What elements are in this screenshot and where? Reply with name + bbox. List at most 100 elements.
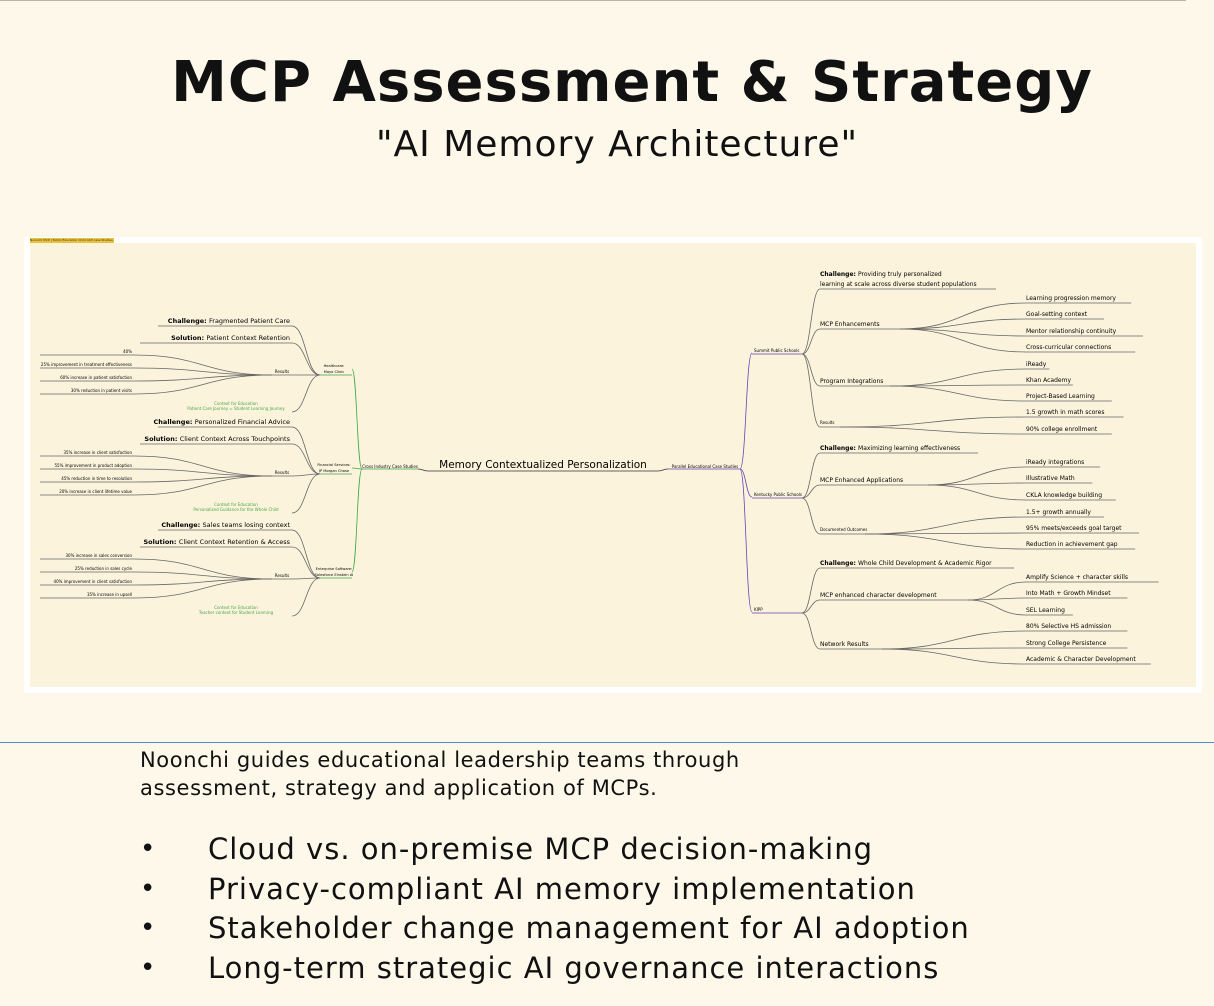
group-item: iReady: [1026, 361, 1047, 368]
challenge-text-line2: learning at scale across diverse student…: [820, 281, 977, 288]
challenge-connector: [801, 452, 821, 499]
group-connector: [801, 353, 821, 428]
group-label: Program Integrations: [820, 378, 883, 385]
group-item: 80% Selective HS admission: [1026, 623, 1111, 630]
solution-connector: [291, 443, 321, 475]
results-connector: [291, 473, 321, 477]
results-label: Results: [275, 470, 289, 475]
school-name: Summit Public Schools: [754, 348, 799, 353]
group-connector: [801, 484, 821, 499]
service-item: •Stakeholder change management for AI ad…: [140, 909, 970, 949]
service-item: • Cloud vs. on-premise MCP decision-makin…: [140, 830, 970, 870]
industry-branch: [351, 467, 363, 470]
challenge-text: Challenge: Maximizing learning effective…: [820, 445, 960, 452]
education-note-detail: Personalized Guidance for the Whole Chil…: [193, 507, 279, 512]
challenge-text: Challenge: Fragmented Patient Care: [168, 317, 290, 325]
industry-name: Financial Services:: [317, 463, 350, 467]
industry-branch: [351, 368, 363, 470]
results-connector: [291, 577, 321, 580]
item-connector: [889, 385, 1027, 402]
industry-name-sub: Salesforce Einstein AI: [315, 573, 354, 577]
challenge-connector: [801, 567, 821, 614]
page-subtitle: "AI Memory Architecture": [375, 124, 859, 165]
solution-connector: [291, 342, 321, 376]
group-item: CKLA knowledge building: [1026, 492, 1102, 499]
group-label: Network Results: [820, 641, 869, 648]
result-item: 35% increase in client satisfaction: [64, 450, 133, 455]
service-item: • Long-term strategic AI governance inter…: [140, 949, 970, 989]
service-item: •Privacy-compliant AI memory implementat…: [140, 870, 970, 910]
school-name: Kentucky Public Schools: [754, 492, 802, 497]
service-label: Cloud vs. on-premise MCP decision-making: [208, 832, 874, 866]
solution-text: Solution: Patient Context Retention: [171, 334, 290, 342]
group-item: 1.5+ growth annually: [1026, 509, 1091, 516]
top-border: [0, 0, 1186, 1]
item-connector: [839, 416, 1027, 428]
bullet-icon: •: [140, 913, 157, 943]
challenge-connector: [291, 325, 321, 376]
group-label: Documented Outcomes: [820, 527, 867, 532]
group-item: iReady integrations: [1026, 459, 1084, 466]
group-item: Reduction in achievement gap: [1026, 541, 1118, 548]
education-note-detail: Patient Care Journey = Student Learning …: [187, 406, 285, 411]
solution-connector: [291, 546, 321, 579]
industry-name-sub: JP Morgan Chase: [318, 469, 350, 473]
group-item: 90% college enrollment: [1026, 426, 1098, 433]
item-connector: [889, 368, 1027, 387]
education-note: Context for Education: [214, 605, 258, 610]
item-connector: [927, 466, 1027, 486]
group-item: Project-Based Learning: [1026, 393, 1095, 400]
item-connector: [967, 581, 1027, 601]
bullet-icon: •: [140, 952, 157, 983]
service-label: Long-term strategic AI governance intera…: [208, 950, 940, 985]
group-item: Mentor relationship continuity: [1026, 328, 1117, 335]
school-branch: [739, 352, 753, 470]
mindmap-canvas: [30, 243, 1196, 687]
result-item: 25% improvement in treatment effectivene…: [41, 362, 132, 367]
group-connector: [801, 328, 821, 355]
group-connector: [801, 353, 821, 387]
result-connector: [133, 374, 273, 395]
group-item: Into Math + Growth Mindset: [1026, 590, 1111, 597]
group-item: Goal-setting context: [1026, 311, 1088, 318]
challenge-text: Challenge: Sales teams losing context: [161, 521, 290, 529]
result-connector: [133, 468, 273, 477]
group-item: 95% meets/exceeds goal target: [1026, 525, 1122, 532]
section-divider: [0, 742, 1214, 743]
central-topic: Memory Contextualized Personalization: [439, 459, 647, 471]
solution-text: Solution: Client Context Retention & Acc…: [143, 538, 290, 546]
group-connector: [801, 497, 821, 535]
result-connector: [133, 475, 273, 496]
challenge-text: Challenge: Providing truly personalized: [820, 271, 942, 278]
service-label: Privacy-compliant AI memory implementati…: [208, 871, 916, 906]
group-label: MCP Enhancements: [820, 321, 880, 328]
item-connector: [881, 630, 1027, 650]
challenge-text: Challenge: Personalized Financial Advice: [154, 418, 290, 426]
bullet-icon: •: [140, 834, 157, 864]
item-connector: [899, 318, 1027, 330]
note-connector: [291, 374, 321, 413]
intro-text: Noonchi guides educational leadership te…: [140, 746, 900, 802]
result-connector: [133, 374, 273, 382]
item-connector: [967, 599, 1027, 616]
item-connector: [927, 484, 1027, 501]
result-connector: [133, 455, 273, 477]
school-branch: [739, 468, 753, 498]
industry-branch: [351, 468, 363, 573]
school-branch: [739, 468, 753, 613]
group-connector: [801, 612, 821, 650]
result-connector: [133, 571, 273, 580]
item-connector: [927, 482, 1027, 486]
results-label: Results: [275, 573, 289, 578]
challenge-connector: [801, 288, 821, 355]
result-item: 30% increase in sales conversion: [65, 553, 132, 558]
result-connector: [133, 578, 273, 586]
results-label: Results: [275, 369, 289, 374]
item-connector: [864, 516, 1027, 535]
result-connector: [133, 578, 273, 599]
challenge-connector: [291, 426, 321, 475]
intro-line-2: assessment, strategy and application of …: [140, 776, 658, 800]
result-item: 55% improvement in product adoption: [55, 463, 133, 468]
service-list: • Cloud vs. on-premise MCP decision-makin…: [140, 830, 970, 988]
